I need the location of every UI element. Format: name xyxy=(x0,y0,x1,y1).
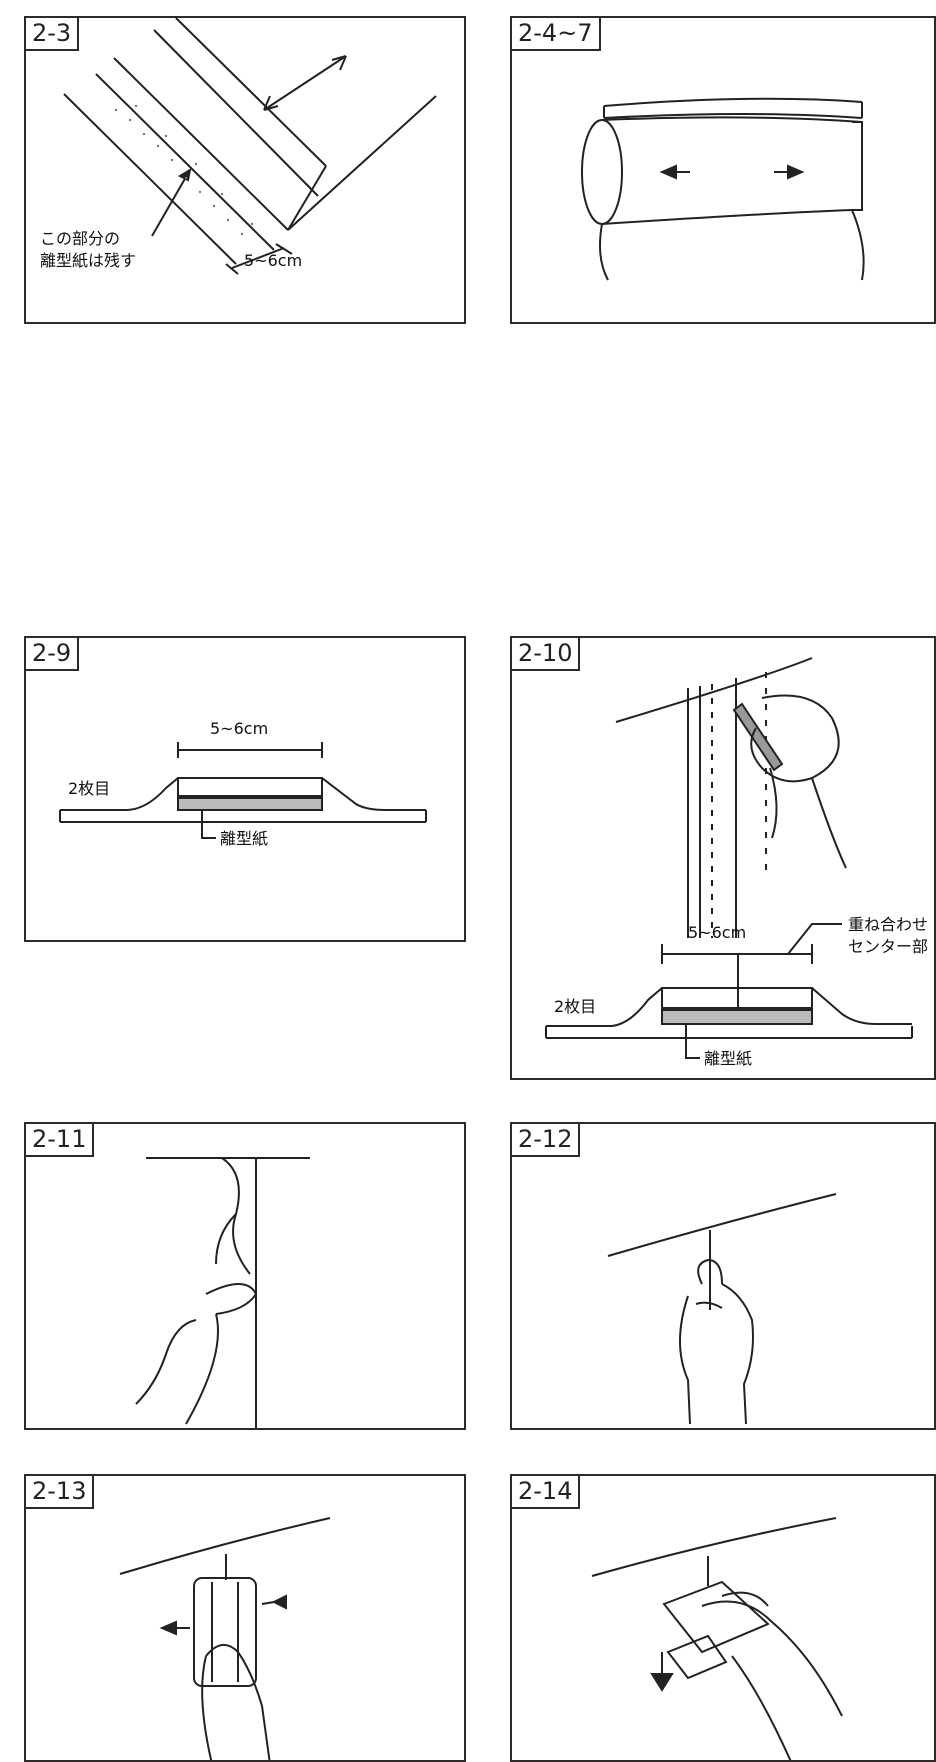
panel-tag: 2-12 xyxy=(512,1124,581,1157)
panel-2-12: 2-12 xyxy=(510,1122,936,1430)
paper-label: 離型紙 xyxy=(704,1049,752,1068)
paper-label: 離型紙 xyxy=(220,829,268,848)
panel-2-3: 2-3 この部分の 離型紙は残す 5~6cm xyxy=(24,16,466,324)
overlap-diagram: 5~6cm 2枚目 離型紙 xyxy=(59,719,427,848)
measure-label: 5~6cm xyxy=(244,251,302,270)
note-line2: 離型紙は残す xyxy=(40,251,136,270)
note-line1: この部分の xyxy=(40,229,120,248)
measure-label: 5~6cm xyxy=(210,719,268,738)
liner-peel-illustration: この部分の 離型紙は残す 5~6cm xyxy=(40,18,437,275)
panel-2-14: 2-14 xyxy=(510,1474,936,1762)
cylinder-stretch-illustration xyxy=(581,97,865,281)
sheet-label: 2枚目 xyxy=(554,997,596,1016)
panel-2-4-7: 2-4~7 xyxy=(510,16,936,324)
panel-2-11: 2-11 xyxy=(24,1122,466,1430)
overlap-line2: センター部 xyxy=(848,937,928,956)
measure-label: 5~6cm xyxy=(688,923,746,942)
hand-press-illustration xyxy=(607,1193,837,1425)
panel-2-10: 2-10 5~6cm 重ね合わせ センター xyxy=(510,636,936,1080)
panel-tag: 2-3 xyxy=(26,18,80,51)
pull-down-illustration xyxy=(591,1517,843,1760)
peel-edge-illustration xyxy=(135,1157,310,1428)
panel-2-9: 2-9 5~6cm 2枚目 離型紙 xyxy=(24,636,466,942)
panel-tag: 2-9 xyxy=(26,638,80,671)
panel-2-13: 2-13 xyxy=(24,1474,466,1762)
cutting-illustration: 5~6cm 重ね合わせ センター部 2枚目 離型紙 xyxy=(545,657,928,1068)
sheet-label: 2枚目 xyxy=(68,779,110,798)
panel-tag: 2-13 xyxy=(26,1476,95,1509)
panel-tag: 2-11 xyxy=(26,1124,95,1157)
panel-tag: 2-4~7 xyxy=(512,18,601,51)
panel-tag: 2-14 xyxy=(512,1476,581,1509)
overlap-line1: 重ね合わせ xyxy=(848,915,928,934)
panel-tag: 2-10 xyxy=(512,638,581,671)
smoothing-illustration xyxy=(119,1517,331,1760)
